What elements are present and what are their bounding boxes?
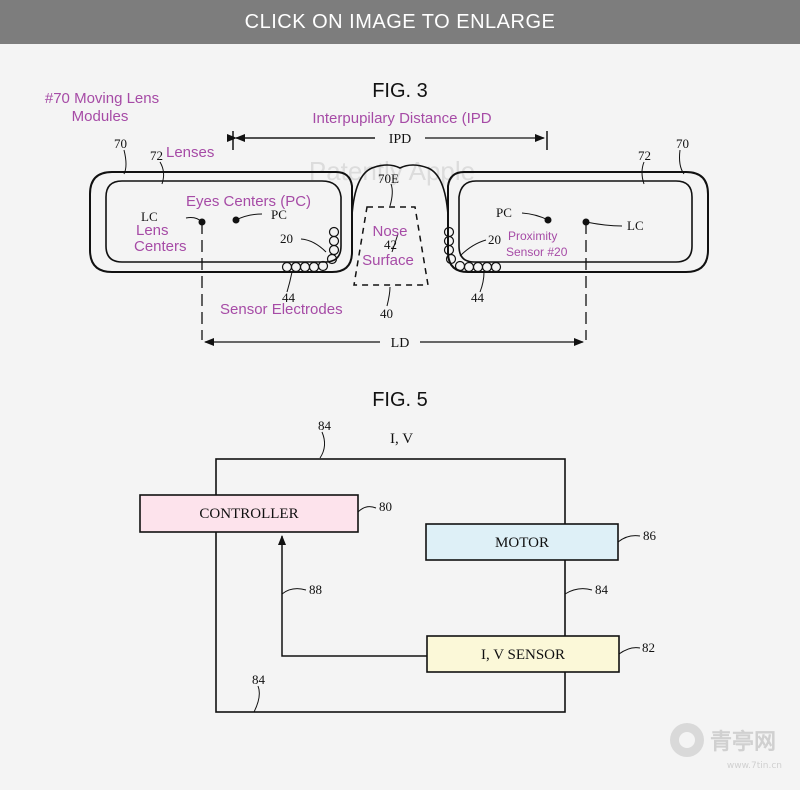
ref-44-right: 44 xyxy=(471,290,485,305)
ref-80: 80 xyxy=(379,499,392,514)
fig5-title: FIG. 5 xyxy=(372,389,428,411)
nose-annotation: Nose xyxy=(372,223,407,240)
sensor-electrodes-annotation: Sensor Electrodes xyxy=(220,301,343,318)
proximity-annotation: Proximity xyxy=(508,229,557,243)
ref-70-left: 70 xyxy=(114,136,127,151)
logo-subtext: www.7tin.cn xyxy=(726,761,782,771)
watermark-text: Patently Apple xyxy=(309,156,475,186)
motor-label: MOTOR xyxy=(495,535,549,551)
ref-70e: 70E xyxy=(378,171,399,186)
ref-44-left: 44 xyxy=(282,290,296,305)
feedback-path xyxy=(278,535,427,657)
ref-84-top: 84 xyxy=(318,418,332,433)
ref-20-right: 20 xyxy=(488,232,501,247)
ref-84-bottom: 84 xyxy=(252,672,266,687)
pc-label-left: PC xyxy=(271,207,287,222)
ref-70-right: 70 xyxy=(676,136,689,151)
proximity-annotation-2: Sensor #20 xyxy=(506,245,568,259)
ref-84-right: 84 xyxy=(595,582,609,597)
lenses-annotation: Lenses xyxy=(166,144,214,161)
controller-block: CONTROLLER xyxy=(139,494,359,533)
lc-label-left: LC xyxy=(141,209,158,224)
moving-lens-annotation-2: Modules xyxy=(72,108,129,125)
patent-figure[interactable]: FIG. 3 Patently Apple #70 Moving Lens Mo… xyxy=(0,44,800,785)
logo-mark-icon xyxy=(670,723,704,757)
eyes-centers-annotation: Eyes Centers (PC) xyxy=(186,193,311,210)
lens-centers-annotation: Lens xyxy=(136,222,169,239)
banner-text: CLICK ON IMAGE TO ENLARGE xyxy=(244,10,556,33)
ld-dashed-lines xyxy=(201,222,587,340)
nose-annotation-2: Surface xyxy=(362,252,414,269)
pc-label-right: PC xyxy=(496,205,512,220)
ref-20-left: 20 xyxy=(280,231,293,246)
iv-label: I, V xyxy=(390,431,413,447)
system-enclosure xyxy=(215,458,566,713)
site-logo: 青亭网 www.7tin.cn xyxy=(670,719,790,771)
patent-drawing: FIG. 3 Patently Apple #70 Moving Lens Mo… xyxy=(45,80,709,713)
right-proximity-sensors xyxy=(443,226,502,273)
nose-outline xyxy=(351,164,449,216)
fig5-leader-lines xyxy=(253,431,641,713)
leader-lines xyxy=(123,149,685,307)
iv-sensor-label: I, V SENSOR xyxy=(481,647,565,663)
ref-40: 40 xyxy=(380,306,393,321)
iv-sensor-block: I, V SENSOR xyxy=(426,635,620,673)
motor-box xyxy=(425,523,619,561)
iv-sensor-box xyxy=(426,635,620,673)
ref-86: 86 xyxy=(643,528,657,543)
right-lens-module xyxy=(447,171,709,273)
motor-block: MOTOR xyxy=(425,523,619,561)
ref-88: 88 xyxy=(309,582,322,597)
moving-lens-annotation: #70 Moving Lens xyxy=(45,90,159,107)
logo-text: 青亭网 xyxy=(710,730,777,755)
ref-42: 42 xyxy=(384,237,397,252)
ld-label: LD xyxy=(391,336,410,351)
fig3-title: FIG. 3 xyxy=(372,80,428,102)
lens-centers-annotation-2: Centers xyxy=(134,238,187,255)
ref-82: 82 xyxy=(642,640,655,655)
controller-label: CONTROLLER xyxy=(199,506,298,522)
ref-72-left: 72 xyxy=(150,148,163,163)
ipd-label: IPD xyxy=(389,132,412,147)
enlarge-image-banner[interactable]: CLICK ON IMAGE TO ENLARGE xyxy=(0,0,800,44)
left-proximity-sensors xyxy=(281,226,340,273)
left-lens-module xyxy=(89,171,353,273)
ld-dimension: LD xyxy=(204,336,584,351)
ipd-dimension: IPD xyxy=(227,131,548,150)
lc-label-right: LC xyxy=(627,218,644,233)
ref-72-right: 72 xyxy=(638,148,651,163)
controller-box xyxy=(139,494,359,533)
ipd-caption: Interpupilary Distance (IPD xyxy=(312,110,491,127)
